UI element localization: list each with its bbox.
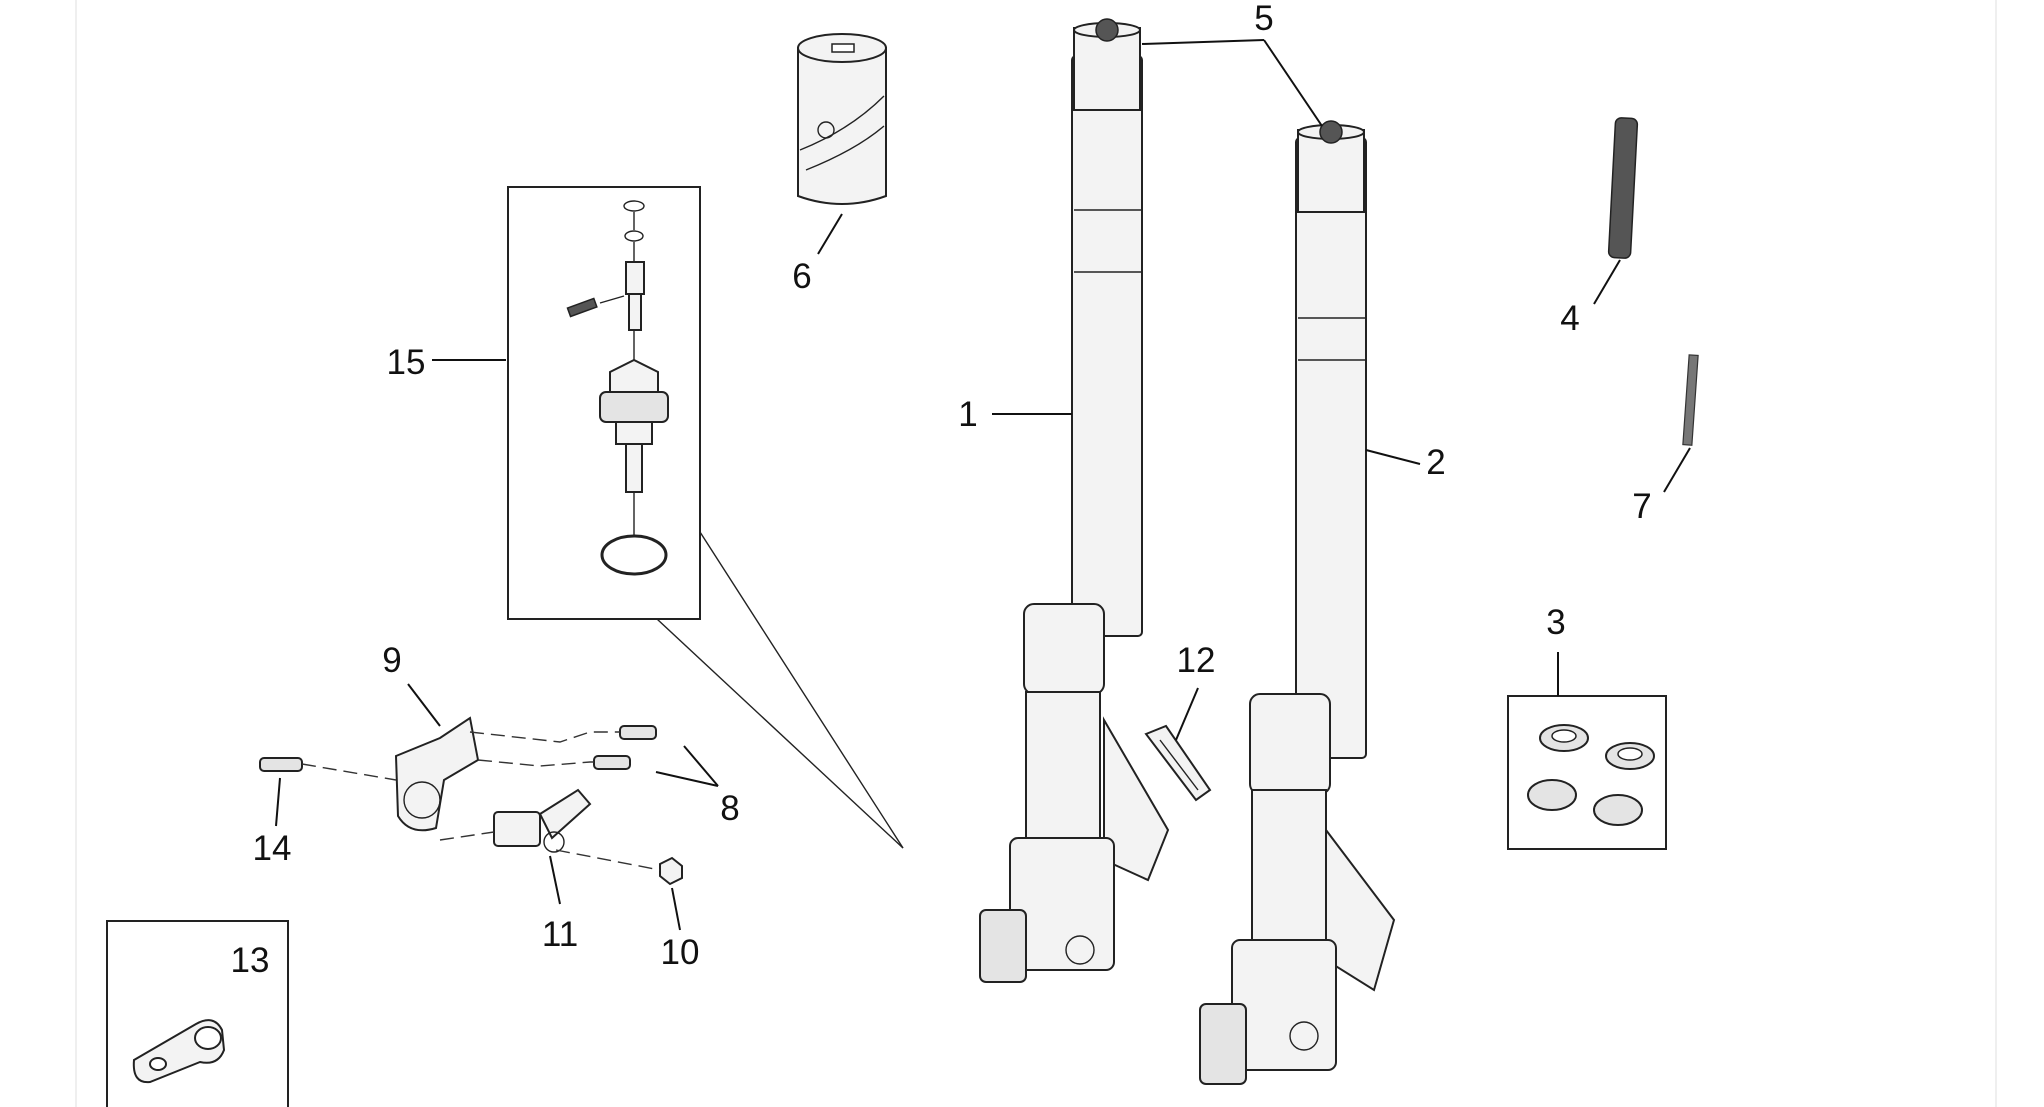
page-edge-right bbox=[1995, 0, 1997, 1107]
bracket-assembly bbox=[259, 716, 683, 886]
callout-5: 5 bbox=[1254, 0, 1273, 38]
callout-14: 14 bbox=[253, 829, 292, 868]
fork-leg-1 bbox=[979, 18, 1170, 983]
callout-12: 12 bbox=[1177, 641, 1216, 680]
callout-13: 13 bbox=[231, 941, 270, 980]
callout-10: 10 bbox=[661, 933, 700, 972]
callout-labels: 1 2 3 4 5 6 7 8 9 10 11 12 13 14 15 bbox=[231, 0, 1652, 980]
part-13-clip-box bbox=[106, 920, 289, 1107]
callout-8: 8 bbox=[720, 789, 739, 828]
callout-1: 1 bbox=[958, 395, 977, 434]
callout-7: 7 bbox=[1632, 487, 1651, 526]
callout-15: 15 bbox=[387, 343, 426, 382]
callout-9: 9 bbox=[382, 641, 401, 680]
fork-leg-2 bbox=[1199, 120, 1396, 1085]
part-4-spring-rod bbox=[1607, 117, 1639, 259]
callout-4: 4 bbox=[1560, 299, 1579, 338]
leader-lines bbox=[275, 39, 1691, 931]
callout-11: 11 bbox=[542, 915, 578, 954]
part-7-adjuster-rod bbox=[1682, 354, 1699, 446]
callout-2: 2 bbox=[1426, 443, 1445, 482]
page-edge-left bbox=[75, 0, 77, 1107]
part-3-seal-kit-box bbox=[1507, 695, 1667, 850]
part-15-detail-box bbox=[507, 186, 904, 849]
callout-3: 3 bbox=[1546, 603, 1565, 642]
part-12-reflector bbox=[1144, 724, 1212, 802]
callout-6: 6 bbox=[792, 257, 811, 296]
part-6-tool bbox=[797, 33, 887, 205]
